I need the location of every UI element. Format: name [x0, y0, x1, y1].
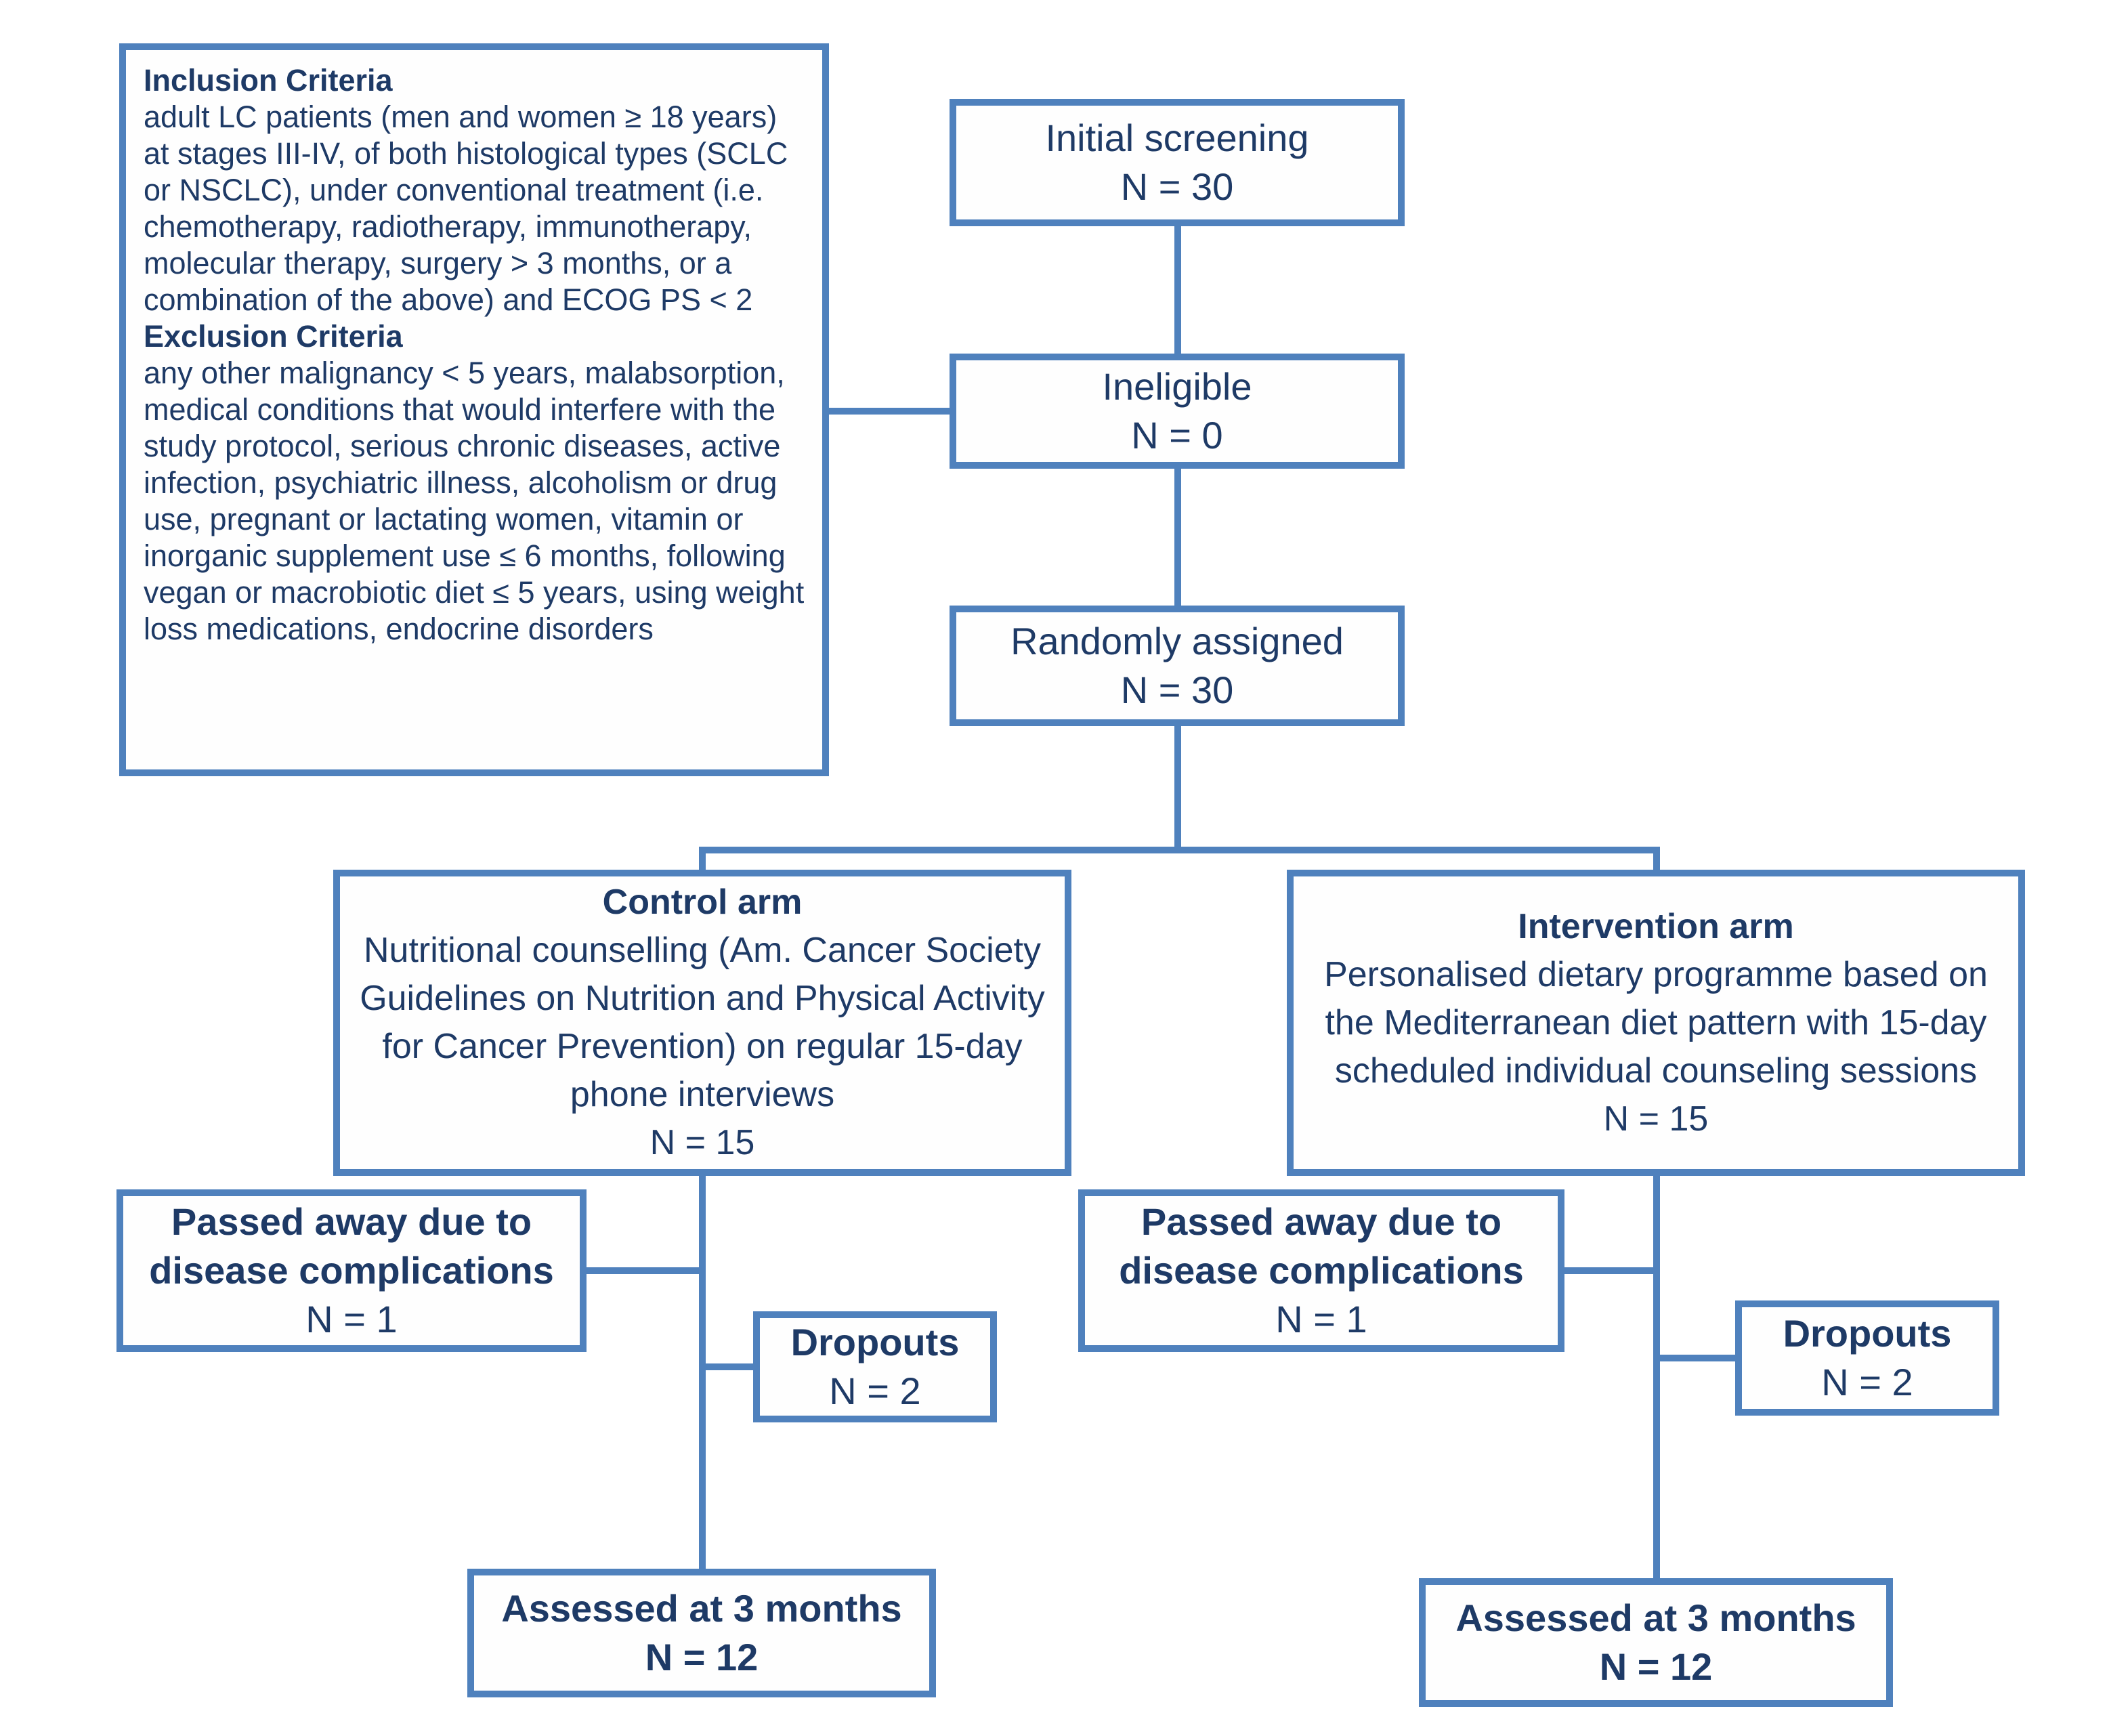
connector-control-arm-to-assessed	[699, 1173, 706, 1571]
control-arm-title: Control arm	[602, 883, 803, 922]
passed-away-intervention-title: Passed away due to disease complications	[1119, 1200, 1524, 1292]
intervention-arm-count: N = 15	[1603, 1099, 1709, 1139]
randomly-assigned-count: N = 30	[1120, 669, 1234, 711]
ineligible-box: Ineligible N = 0	[950, 354, 1405, 469]
randomly-assigned-box: Randomly assigned N = 30	[950, 606, 1405, 726]
control-arm-count: N = 15	[649, 1123, 755, 1162]
connector-passed-away-control	[581, 1267, 703, 1274]
intervention-arm-description: Personalised dietary programme based on …	[1324, 954, 1988, 1091]
connector-dropouts-control	[703, 1363, 757, 1370]
control-arm-description: Nutritional counselling (Am. Cancer Soci…	[360, 931, 1045, 1114]
connector-random-to-branch	[1174, 723, 1181, 851]
dropouts-control-box: Dropouts N = 2	[753, 1311, 997, 1422]
exclusion-criteria-text: any other malignancy < 5 years, malabsor…	[144, 356, 805, 646]
ineligible-label: Ineligible	[1102, 365, 1252, 408]
assessed-control-count: N = 12	[645, 1636, 759, 1678]
initial-screening-box: Initial screening N = 30	[950, 99, 1405, 226]
passed-away-control-box: Passed away due to disease complications…	[116, 1189, 587, 1352]
dropouts-control-title: Dropouts	[790, 1321, 960, 1363]
connector-screening-to-ineligible	[1174, 224, 1181, 356]
assessed-intervention-title: Assessed at 3 months	[1455, 1596, 1856, 1639]
intervention-arm-title: Intervention arm	[1518, 906, 1794, 946]
connector-branch-horizontal	[699, 847, 1660, 853]
exclusion-criteria-title: Exclusion Criteria	[144, 319, 403, 354]
passed-away-intervention-box: Passed away due to disease complications…	[1078, 1189, 1564, 1352]
assessed-control-title: Assessed at 3 months	[501, 1587, 902, 1630]
control-arm-box: Control arm Nutritional counselling (Am.…	[333, 870, 1071, 1176]
passed-away-control-count: N = 1	[305, 1298, 398, 1340]
initial-screening-label: Initial screening	[1045, 117, 1309, 159]
assessed-intervention-box: Assessed at 3 months N = 12	[1419, 1578, 1893, 1707]
dropouts-intervention-title: Dropouts	[1783, 1312, 1952, 1355]
connector-criteria-to-ineligible	[824, 408, 952, 415]
assessed-intervention-count: N = 12	[1599, 1645, 1713, 1688]
initial-screening-count: N = 30	[1120, 165, 1234, 208]
dropouts-intervention-box: Dropouts N = 2	[1735, 1300, 1999, 1416]
connector-branch-to-control-arm	[699, 847, 706, 872]
passed-away-control-title: Passed away due to disease complications	[149, 1200, 554, 1292]
connector-passed-away-intervention	[1559, 1267, 1657, 1274]
passed-away-intervention-count: N = 1	[1275, 1298, 1367, 1340]
dropouts-control-count: N = 2	[829, 1370, 921, 1412]
connector-intervention-arm-to-assessed	[1653, 1173, 1660, 1581]
assessed-control-box: Assessed at 3 months N = 12	[467, 1569, 936, 1697]
inclusion-criteria-text: adult LC patients (men and women ≥ 18 ye…	[144, 100, 788, 317]
inclusion-criteria-title: Inclusion Criteria	[144, 63, 393, 98]
intervention-arm-box: Intervention arm Personalised dietary pr…	[1287, 870, 2025, 1176]
criteria-box: Inclusion Criteria adult LC patients (me…	[119, 43, 829, 776]
connector-branch-to-intervention-arm	[1653, 847, 1660, 872]
ineligible-count: N = 0	[1131, 414, 1223, 457]
randomly-assigned-label: Randomly assigned	[1010, 620, 1344, 662]
connector-ineligible-to-random	[1174, 466, 1181, 608]
dropouts-intervention-count: N = 2	[1821, 1361, 1913, 1403]
connector-dropouts-intervention	[1657, 1355, 1739, 1361]
